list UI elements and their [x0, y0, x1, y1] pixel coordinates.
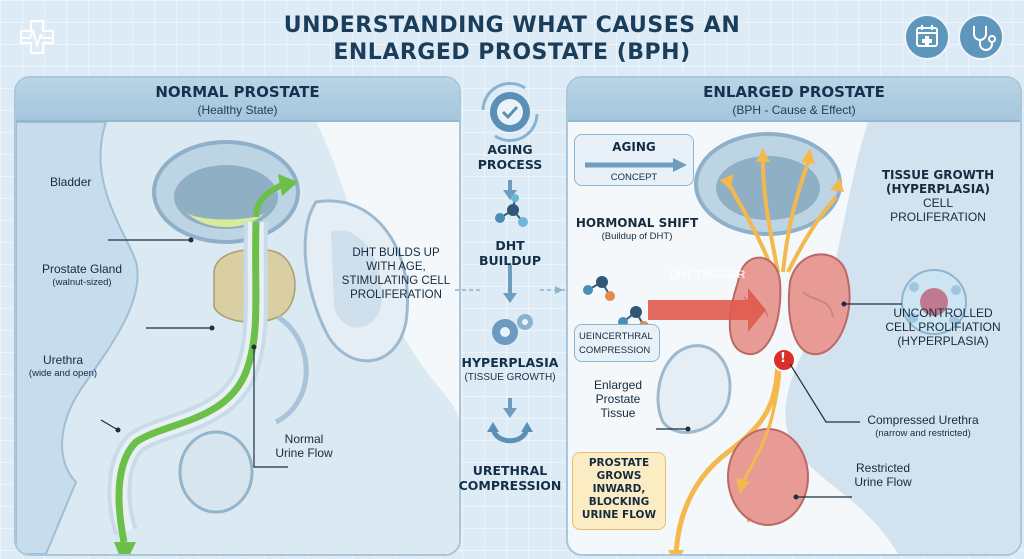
- step-dht-line2: BUILDUP: [479, 253, 541, 268]
- medical-pulse-icon: [20, 20, 54, 54]
- dht-trigger-label: DHT TRIGGER: [670, 269, 746, 281]
- aging-box-title: AGING: [612, 140, 656, 154]
- calendar-medical-icon: [904, 14, 950, 60]
- tissue-growth-line4: PROLIFERATION: [890, 210, 986, 224]
- title-line-2: ENLARGED PROSTATE (BPH): [333, 40, 691, 65]
- normal-panel-subtitle: (Healthy State): [197, 103, 278, 117]
- enlarged-panel-header: ENLARGED PROSTATE (BPH - Cause & Effect): [568, 78, 1020, 122]
- blocking-note-box: PROSTATE GROWS INWARD, BLOCKING URINE FL…: [572, 452, 666, 530]
- uncontrolled-proliferation-label: UNCONTROLLED CELL PROLIFIATION (HYPERPLA…: [873, 306, 1013, 348]
- restricted-urine-flow-label: Restricted Urine Flow: [838, 461, 928, 489]
- dht-note-line3: STIMULATING CELL: [341, 275, 451, 287]
- restricted-line1: Restricted: [855, 461, 911, 475]
- tissue-growth-label: TISSUE GROWTH (HYPERPLASIA) CELL PROLIFE…: [868, 168, 1008, 224]
- aging-concept-box: AGING CONCEPT: [574, 134, 694, 186]
- enlarged-anatomy-illustration: [583, 122, 1020, 554]
- enlarged-line3: Tissue: [600, 406, 636, 420]
- process-flow-graphics: [455, 81, 565, 444]
- step-aging-process: AGING PROCESS: [455, 142, 565, 172]
- step-urethral-compression: URETHRAL COMPRESSION: [455, 463, 565, 493]
- tissue-growth-line1: TISSUE GROWTH: [881, 168, 995, 182]
- step-aging-line1: AGING: [487, 142, 533, 157]
- urethra-label-line1: Urethra: [42, 353, 83, 367]
- compressed-urethra-label: Compressed Urethra (narrow and restricte…: [848, 413, 998, 441]
- enlarged-panel-subtitle: (BPH - Cause & Effect): [732, 103, 856, 117]
- normal-panel-header: NORMAL PROSTATE (Healthy State): [16, 78, 459, 122]
- dht-molecule-icon: [495, 194, 528, 227]
- step-compression-line2: COMPRESSION: [458, 478, 562, 493]
- enlarged-panel-title: ENLARGED PROSTATE: [703, 83, 885, 101]
- restricted-line2: Urine Flow: [854, 475, 912, 489]
- hormonal-shift-label: HORMONAL SHIFT (Buildup of DHT): [572, 216, 702, 244]
- prostate-gland-label: Prostate Gland (walnut-sized): [22, 262, 142, 290]
- aging-timeline-arrow-icon: [585, 158, 687, 172]
- normal-panel-title: NORMAL PROSTATE: [155, 83, 320, 101]
- aging-box-caption: CONCEPT: [610, 172, 658, 183]
- step-dht-line1: DHT: [495, 238, 525, 253]
- tissue-growth-line2: (HYPERPLASIA): [885, 182, 991, 196]
- blocking-line3: INWARD,: [592, 483, 646, 495]
- normal-flow-line1: Normal: [284, 432, 324, 446]
- hyperplasia-gears-icon: [492, 314, 533, 345]
- blocking-line1: PROSTATE: [588, 457, 650, 469]
- hormonal-shift-line1: HORMONAL SHIFT: [575, 216, 699, 230]
- step-hyperplasia: HYPERPLASIA (TISSUE GROWTH): [455, 355, 565, 385]
- enlarged-prostate-panel: ENLARGED PROSTATE (BPH - Cause & Effect): [566, 76, 1022, 556]
- stethoscope-icon: [958, 14, 1004, 60]
- urethra-label-line2: (wide and open): [28, 368, 98, 379]
- blocking-line4: BLOCKING: [588, 496, 650, 508]
- compression-box-line2: COMPRESSION: [579, 345, 651, 356]
- blocking-note-text: PROSTATE GROWS INWARD, BLOCKING URINE FL…: [573, 457, 665, 522]
- enlarged-tissue-label: Enlarged Prostate Tissue: [578, 378, 658, 420]
- page-title: UNDERSTANDING WHAT CAUSES AN ENLARGED PR…: [0, 12, 1024, 66]
- enlarged-line1: Enlarged: [593, 378, 643, 392]
- step-dht-buildup: DHT BUILDUP: [455, 238, 565, 268]
- step-hyperplasia-line2: (TISSUE GROWTH): [464, 372, 556, 383]
- aging-gear-icon: [481, 81, 539, 143]
- step-compression-line1: URETHRAL: [472, 463, 548, 478]
- compression-arrows-icon: [487, 422, 533, 444]
- bladder-label: Bladder: [50, 175, 92, 189]
- normal-flow-line2: Urine Flow: [275, 446, 333, 460]
- tissue-growth-line3: CELL: [922, 196, 954, 210]
- uncontrolled-line3: (HYPERPLASIA): [897, 334, 989, 348]
- uncontrolled-line2: CELL PROLIFIATION: [885, 320, 1001, 334]
- compressed-line2: (narrow and restricted): [875, 428, 971, 439]
- title-line-1: UNDERSTANDING WHAT CAUSES AN: [283, 13, 741, 38]
- normal-urine-flow-label: Normal Urine Flow: [264, 432, 344, 460]
- compression-box-line1: UEINCERTHRAL: [579, 331, 653, 342]
- uncontrolled-line1: UNCONTROLLED: [893, 306, 993, 320]
- step-aging-line2: PROCESS: [477, 157, 543, 172]
- dht-note-line2: WITH AGE,: [366, 261, 426, 273]
- step-hyperplasia-line1: HYPERPLASIA: [461, 355, 559, 370]
- dht-builds-up-note: DHT BUILDS UP WITH AGE, STIMULATING CELL…: [336, 246, 456, 302]
- normal-anatomy-illustration: [16, 122, 459, 554]
- normal-prostate-panel: NORMAL PROSTATE (Healthy State): [14, 76, 461, 556]
- dht-note-line1: DHT BUILDS UP: [352, 247, 440, 259]
- warning-icon: !: [780, 351, 786, 366]
- enlarged-line2: Prostate: [595, 392, 641, 406]
- dht-note-line4: PROLIFERATION: [350, 289, 442, 301]
- prostate-gland-label-line1: Prostate Gland: [41, 262, 123, 276]
- blocking-line2: GROWS: [596, 470, 642, 482]
- prostate-gland-label-line2: (walnut-sized): [52, 277, 112, 288]
- urethra-label: Urethra (wide and open): [18, 353, 108, 381]
- hormonal-shift-line2: (Buildup of DHT): [601, 231, 673, 242]
- blocking-line5: URINE FLOW: [581, 509, 657, 521]
- urethral-compression-box: UEINCERTHRAL COMPRESSION: [574, 324, 660, 362]
- compressed-line1: Compressed Urethra: [867, 413, 979, 427]
